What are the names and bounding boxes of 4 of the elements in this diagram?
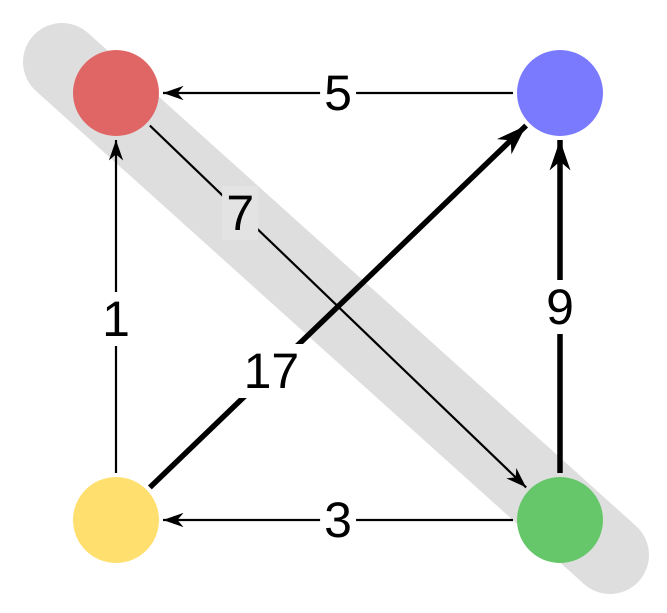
arrow xyxy=(163,512,513,528)
arrow xyxy=(163,86,513,100)
edge-label: 17 xyxy=(240,344,304,398)
edge-label: 7 xyxy=(222,186,258,240)
